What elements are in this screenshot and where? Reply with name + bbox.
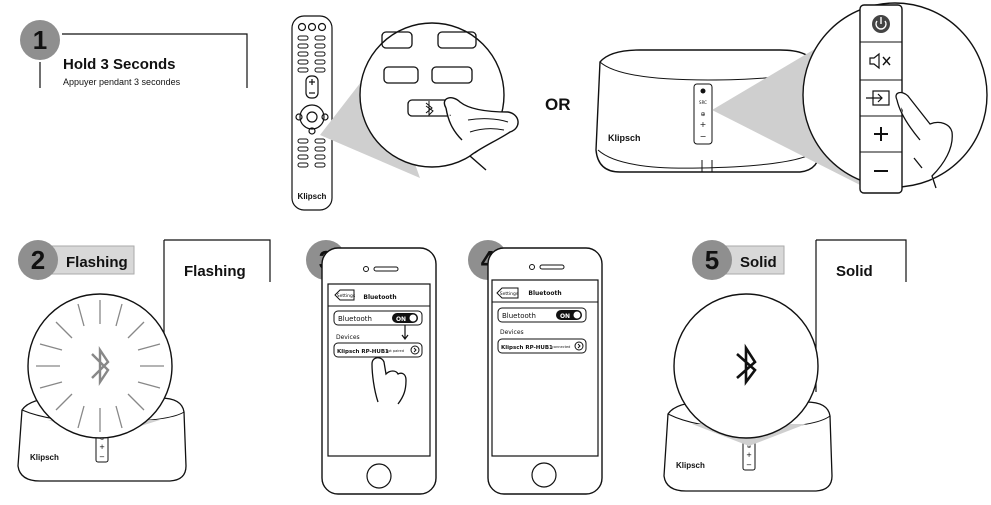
step-5-callout: Solid: [836, 263, 873, 280]
svg-text:+: +: [746, 451, 752, 459]
hub-source-label: SRC: [699, 100, 707, 105]
finger-tap: [371, 357, 407, 405]
step-5: 5 Solid Solid: [692, 239, 907, 392]
svg-text:−: −: [99, 453, 105, 461]
step-1-number: 1: [33, 25, 47, 55]
phone-3-header: Bluetooth: [363, 294, 396, 301]
remote-zoom-bubble: [359, 22, 519, 171]
remote-brand-logo: Klipsch: [298, 192, 327, 201]
phone-3-device-name: Klipsch RP-HUB1: [337, 349, 389, 355]
step-2-badge: [18, 240, 58, 280]
step-2: 2 Flashing Flashing: [18, 239, 271, 392]
step-5-number: 5: [705, 245, 719, 275]
phone-4-device-status: connected: [552, 345, 570, 349]
step-5-title: Solid: [740, 254, 777, 271]
step-1: 1 Hold 3 Seconds Appuyer pendant 3 secon…: [20, 20, 248, 88]
phone-3-bluetooth-label: Bluetooth: [338, 315, 372, 323]
svg-text:⊕: ⊕: [747, 444, 751, 450]
phone-4-header: Bluetooth: [528, 290, 561, 297]
svg-text:⊕: ⊕: [100, 436, 104, 442]
step-1-frame: [39, 33, 248, 88]
source-input-icon: [866, 90, 890, 106]
bluetooth-icon-solid: [736, 343, 757, 386]
hub-brand-logo: Klipsch: [608, 133, 641, 143]
finger-press-hub: [895, 91, 953, 189]
phone-4-devices-label: Devices: [500, 329, 524, 336]
phone-3-device-status: not paired: [386, 349, 404, 353]
flash-rays: [36, 300, 164, 432]
phone-4-toggle: ON: [560, 313, 570, 320]
phone-4: Settings Bluetooth Bluetooth ON Devices …: [487, 247, 603, 495]
phone-4-back-button: Settings: [500, 291, 519, 297]
phone-3: Settings Bluetooth Bluetooth ON Devices …: [321, 247, 437, 495]
step-2-callout: Flashing: [184, 263, 246, 280]
phone-4-bluetooth-label: Bluetooth: [502, 312, 536, 320]
hub-zoom-bubble: [802, 2, 988, 194]
solid-bubble: [673, 293, 819, 439]
arrow-to-device: [401, 325, 409, 340]
hub-2-brand-logo: Klipsch: [30, 453, 59, 462]
phone-4-device-name: Klipsch RP-HUB1: [501, 345, 553, 351]
phone-3-devices-label: Devices: [336, 334, 360, 341]
mute-icon: [869, 52, 891, 70]
step-1-title: Hold 3 Seconds: [63, 56, 176, 73]
svg-text:−: −: [700, 132, 707, 141]
phone-3-back-button: Settings: [337, 293, 356, 299]
remote-control: Klipsch: [291, 15, 333, 211]
svg-text:+: +: [99, 443, 105, 451]
plus-icon: [874, 127, 888, 141]
svg-text:+: +: [700, 120, 707, 129]
step-1-subtitle: Appuyer pendant 3 secondes: [63, 77, 181, 87]
bluetooth-icon-flashing: [91, 346, 110, 386]
step-1-badge: [20, 20, 60, 60]
or-label: OR: [545, 95, 571, 114]
step-2-number: 2: [31, 245, 45, 275]
phone-3-toggle: ON: [396, 316, 406, 323]
svg-text:⊕: ⊕: [700, 111, 705, 118]
bluetooth-icon: [425, 101, 434, 117]
finger-press: [443, 97, 519, 171]
step-5-badge: [692, 240, 732, 280]
step-2-title: Flashing: [66, 254, 128, 271]
flashing-bubble: [27, 293, 173, 439]
hub-5-brand-logo: Klipsch: [676, 461, 705, 470]
power-icon: [872, 15, 890, 33]
svg-text:−: −: [746, 461, 752, 469]
